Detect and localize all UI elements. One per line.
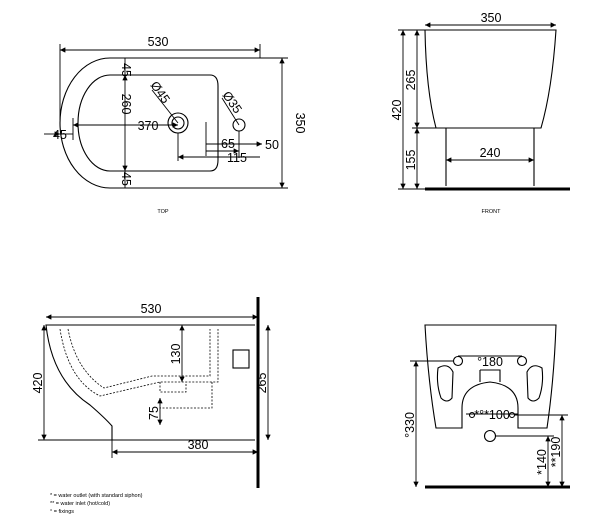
legend-item: ** = water inlet (hot/cold) <box>50 501 110 507</box>
rear-fixing-right <box>526 365 544 402</box>
side-length-label: 380 <box>188 438 209 452</box>
legend-item: ° = fixings <box>50 509 74 515</box>
top-bowl <box>77 74 219 172</box>
top-lower-label: 45 <box>119 172 133 186</box>
front-width-label: 350 <box>481 11 502 25</box>
front-base <box>445 128 535 186</box>
top-depth-label: 350 <box>293 113 307 134</box>
side-body <box>45 324 255 441</box>
top-bowl-label: 260 <box>119 94 133 115</box>
front-view-label: FRONT <box>482 209 502 215</box>
top-view: 530 350 45 260 45 45 370 50 65 115 Ø45 <box>44 35 307 215</box>
front-base-width-label: 240 <box>480 146 501 160</box>
rear-body <box>424 324 557 429</box>
side-drain <box>159 382 213 409</box>
side-drop-label: 130 <box>169 344 183 365</box>
top-hole-main-label: Ø45 <box>148 79 173 106</box>
top-right-label: 50 <box>265 138 279 152</box>
top-left-label: 45 <box>53 128 67 142</box>
top-hole-small-label: Ø35 <box>220 89 245 116</box>
side-view: 530 130 265 420 75 380 <box>31 297 271 488</box>
top-offset-a-label: 65 <box>221 137 235 151</box>
side-height-label: 420 <box>31 373 45 394</box>
side-width-label: 530 <box>141 302 162 316</box>
front-bowl <box>424 29 557 129</box>
legend-item: * = water outlet (with standard siphon) <box>50 493 143 499</box>
top-upper-label: 45 <box>119 63 133 77</box>
side-inlet <box>232 349 250 369</box>
side-pipe-label: 75 <box>147 406 161 420</box>
inlet-hole-right <box>508 411 516 419</box>
top-centre-label: 370 <box>138 119 159 133</box>
side-height-right-label: 265 <box>255 373 269 394</box>
front-height-label: 420 <box>390 100 404 121</box>
rear-outlet-label: *140 <box>535 449 549 475</box>
rear-fixings-label: °180 <box>477 355 503 369</box>
rear-view: °180 *°*100 °330 *140 **190 <box>403 324 570 489</box>
fixing-hole-left <box>452 355 464 367</box>
side-inner <box>59 328 219 397</box>
rear-inlet-label: **190 <box>549 437 563 468</box>
fixing-hole-right <box>516 355 528 367</box>
top-outline <box>59 57 255 189</box>
top-offset-b-label: 115 <box>227 151 247 165</box>
rear-opening <box>479 369 501 382</box>
leader-line <box>221 97 240 126</box>
front-base-label: 155 <box>404 150 418 171</box>
rear-pipes-label: *°*100 <box>474 408 510 422</box>
front-bowl-label: 265 <box>404 70 418 91</box>
rear-height-label: °330 <box>403 412 417 438</box>
top-width-label: 530 <box>148 35 169 49</box>
rear-fixing-left <box>436 365 454 402</box>
inlet-hole-left <box>468 411 476 419</box>
top-view-label: TOP <box>157 209 169 215</box>
legend: * = water outlet (with standard siphon) … <box>50 493 143 515</box>
leader-line <box>151 89 179 124</box>
outlet-hole <box>483 429 497 443</box>
front-view: 350 420 265 155 240 FRONT <box>390 11 570 215</box>
